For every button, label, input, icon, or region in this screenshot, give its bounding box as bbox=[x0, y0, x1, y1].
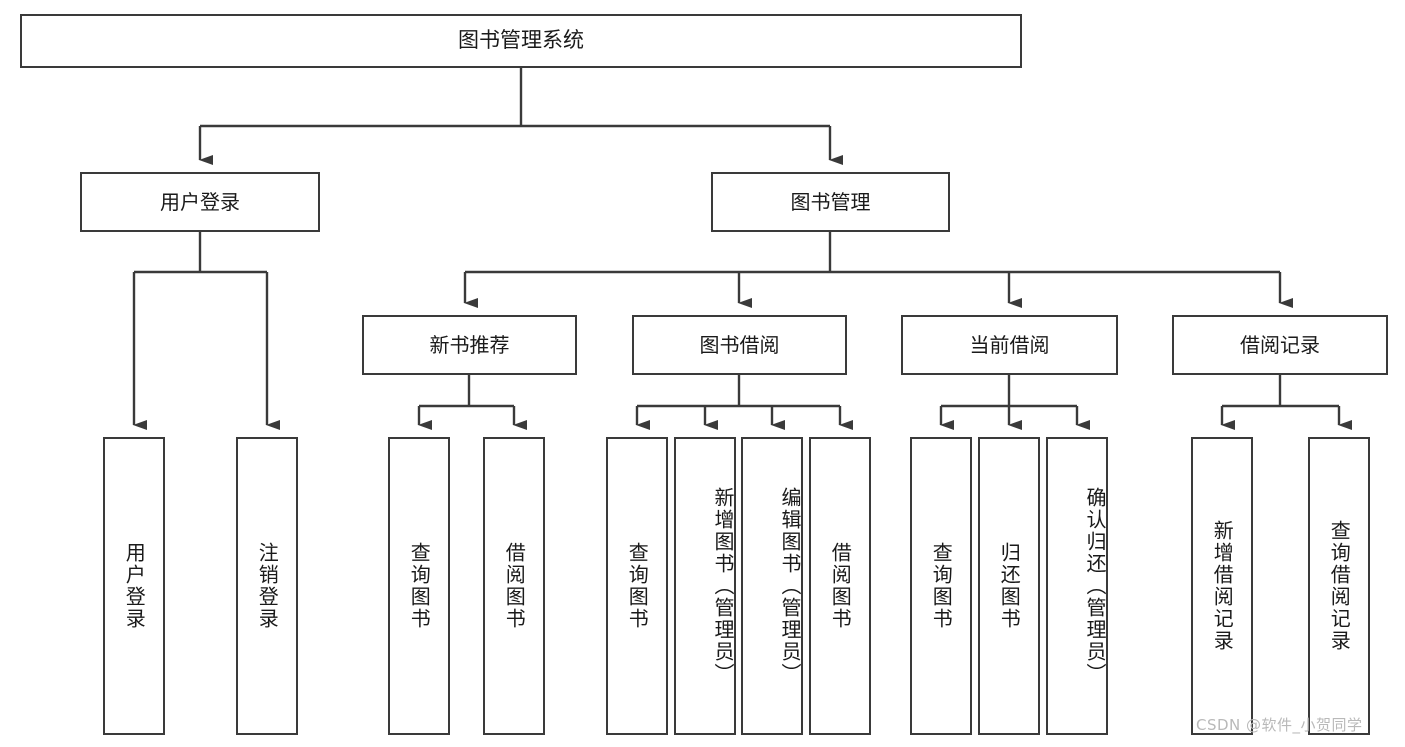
node-leaf-return-book-label: 归还图书 bbox=[997, 542, 1022, 630]
node-leaf-query-book-3-label: 查询图书 bbox=[929, 542, 954, 630]
node-new-book-rec[interactable]: 新书推荐 bbox=[362, 315, 577, 375]
node-leaf-query-book-1-label: 查询图书 bbox=[407, 542, 432, 630]
node-leaf-query-book-2-label: 查询图书 bbox=[625, 542, 650, 630]
node-user-login[interactable]: 用户登录 bbox=[80, 172, 320, 232]
node-leaf-borrow-book-2[interactable]: 借阅图书 bbox=[809, 437, 871, 735]
node-current-borrow-label: 当前借阅 bbox=[969, 332, 1050, 357]
node-current-borrow[interactable]: 当前借阅 bbox=[901, 315, 1118, 375]
node-leaf-query-book-3[interactable]: 查询图书 bbox=[910, 437, 972, 735]
node-leaf-user-login-label: 用户登录 bbox=[122, 542, 147, 630]
node-leaf-confirm-return-label: 确认归还（管理员） bbox=[1083, 487, 1107, 685]
node-leaf-add-book[interactable]: 新增图书（管理员） bbox=[674, 437, 736, 735]
node-leaf-add-record[interactable]: 新增借阅记录 bbox=[1191, 437, 1253, 735]
node-leaf-confirm-return[interactable]: 确认归还（管理员） bbox=[1046, 437, 1108, 735]
node-borrow-record[interactable]: 借阅记录 bbox=[1172, 315, 1388, 375]
node-leaf-borrow-book-1[interactable]: 借阅图书 bbox=[483, 437, 545, 735]
node-leaf-user-logout-label: 注销登录 bbox=[255, 542, 280, 630]
watermark-text: CSDN @软件_小贺同学 bbox=[1196, 716, 1363, 734]
node-book-manage-label: 图书管理 bbox=[790, 189, 871, 214]
node-root-label: 图书管理系统 bbox=[458, 28, 584, 53]
node-book-borrow-label: 图书借阅 bbox=[699, 332, 780, 357]
node-leaf-edit-book-label: 编辑图书（管理员） bbox=[778, 487, 802, 685]
node-borrow-record-label: 借阅记录 bbox=[1240, 332, 1320, 357]
node-leaf-edit-book[interactable]: 编辑图书（管理员） bbox=[741, 437, 803, 735]
node-user-login-label: 用户登录 bbox=[160, 189, 240, 214]
node-leaf-query-book-2[interactable]: 查询图书 bbox=[606, 437, 668, 735]
node-new-book-rec-label: 新书推荐 bbox=[429, 332, 510, 357]
node-leaf-return-book[interactable]: 归还图书 bbox=[978, 437, 1040, 735]
node-leaf-add-book-label: 新增图书（管理员） bbox=[711, 487, 735, 685]
node-book-borrow[interactable]: 图书借阅 bbox=[632, 315, 847, 375]
node-leaf-query-record-label: 查询借阅记录 bbox=[1327, 520, 1352, 652]
node-book-manage[interactable]: 图书管理 bbox=[711, 172, 950, 232]
node-leaf-query-record[interactable]: 查询借阅记录 bbox=[1308, 437, 1370, 735]
node-leaf-user-login[interactable]: 用户登录 bbox=[103, 437, 165, 735]
node-root[interactable]: 图书管理系统 bbox=[20, 14, 1022, 68]
node-leaf-user-logout[interactable]: 注销登录 bbox=[236, 437, 298, 735]
node-leaf-borrow-book-2-label: 借阅图书 bbox=[828, 542, 853, 630]
node-leaf-add-record-label: 新增借阅记录 bbox=[1210, 520, 1235, 652]
node-leaf-borrow-book-1-label: 借阅图书 bbox=[502, 542, 527, 630]
node-leaf-query-book-1[interactable]: 查询图书 bbox=[388, 437, 450, 735]
